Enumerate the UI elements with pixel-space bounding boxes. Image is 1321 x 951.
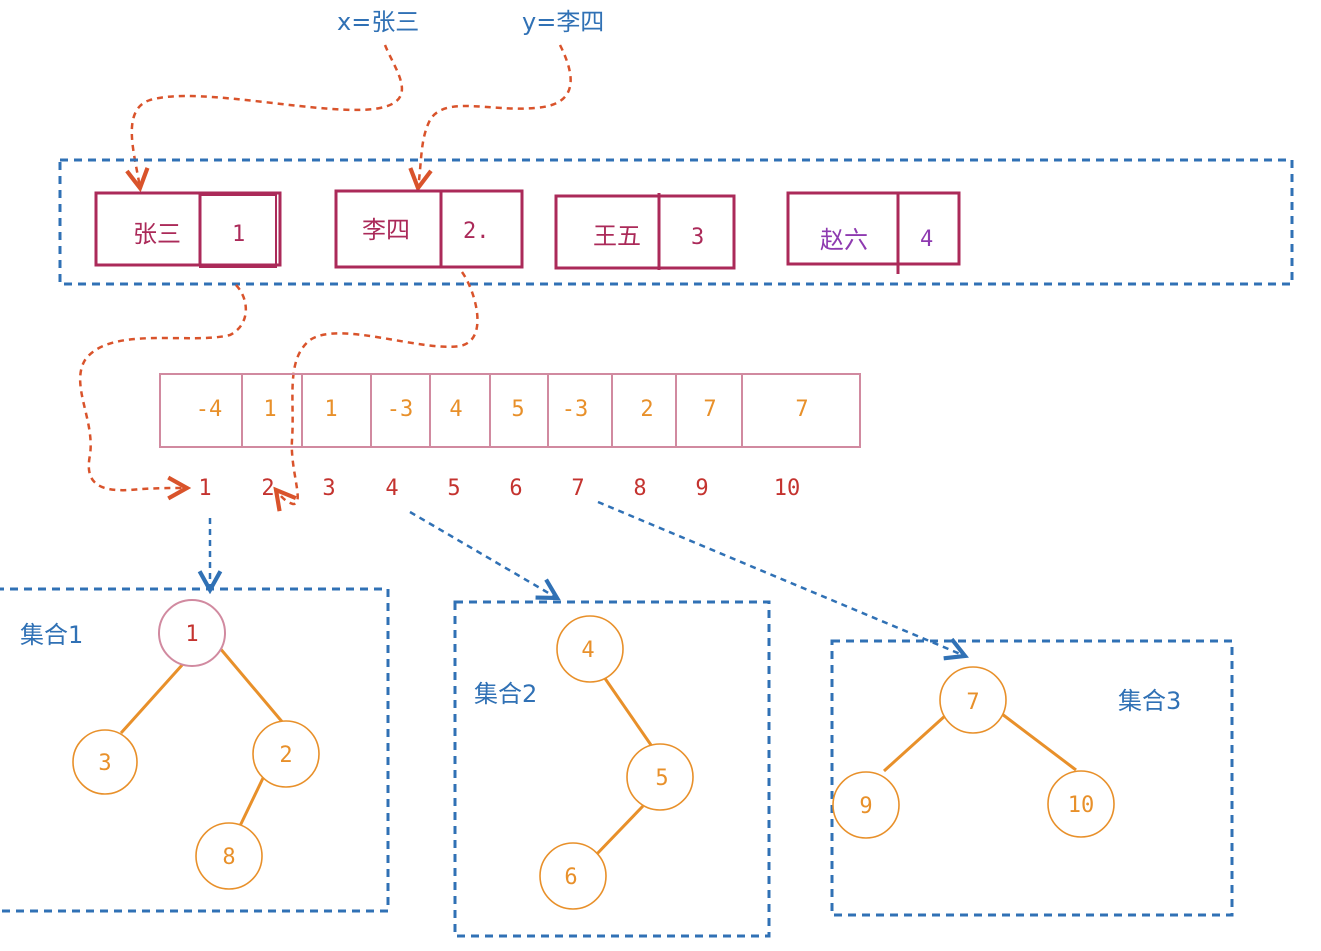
set-frame [830,639,1234,917]
tree-node-root [556,615,624,683]
tree-edge [1001,712,1077,772]
tree-node-label: 9 [859,794,872,819]
map-entry-box [94,191,282,267]
map-entry-value-cell [199,194,277,268]
pointer-x-arrow [132,44,404,188]
array-cell-value: 4 [449,397,462,422]
tree-edge [882,713,948,773]
tree-node-label: 1 [185,622,198,647]
array-index-label: 7 [571,476,584,501]
map-entry: 赵六 4 [786,191,961,274]
array-dividers [241,374,743,447]
tree-node-root [939,666,1007,734]
map-entry-key: 李四 [362,216,410,244]
tree-edge [237,775,266,829]
array-index-label: 6 [509,476,522,501]
map-entry-box [786,191,961,266]
array-cell-value: 1 [324,397,337,422]
array-cell-value: 1 [263,397,276,422]
array-cell-value: 2 [640,397,653,422]
array-cell-value: 5 [511,397,524,422]
map-entry-box [554,194,736,270]
tree-node [1047,770,1115,838]
map-entry-value: 1 [232,222,245,247]
tree-node [72,729,138,795]
map-entry-value: 2. [463,219,490,244]
map-entry-key: 王五 [593,222,641,250]
array-values: -4 1 1 -3 4 5 -3 2 7 7 [196,397,809,422]
tree-node-root [158,599,226,667]
tree-node-label: 2 [279,743,292,768]
pointer-y-arrow [418,44,572,188]
index4-to-set2-arrow [409,510,557,598]
map-entry-key: 赵六 [820,226,868,254]
map-entry-box [334,189,524,269]
array-index-label: 2 [261,476,274,501]
array-index-label: 1 [198,476,211,501]
value2-to-index2-arrow [276,271,479,504]
tree-edge [217,646,286,725]
set-label: 集合3 [1118,687,1181,715]
index7-to-set3-arrow [597,500,965,656]
tree-node-label: 8 [222,845,235,870]
set-frame [453,600,771,938]
array-cell-value: -4 [196,397,223,422]
set-2: 集合2 4 5 6 [453,600,771,938]
array-cell-value: 7 [703,397,716,422]
tree-node-label: 6 [564,865,577,890]
array-indices: 1 2 3 4 5 6 7 8 9 10 [198,476,800,501]
array-index-label: 10 [774,476,801,501]
set-label: 集合1 [20,621,83,649]
tree-node-label: 4 [581,638,594,663]
map-container-frame [58,158,1294,286]
tree-edge [592,804,645,859]
pointer-x-label: x=张三 [337,8,419,36]
map-entry-value: 3 [691,225,704,250]
tree-node [195,822,263,890]
array-index-label: 8 [633,476,646,501]
tree-node [252,720,320,788]
tree-node-label: 5 [655,766,668,791]
set-3: 集合3 7 9 10 [830,639,1234,917]
tree-edge [119,662,185,735]
value1-to-index1-arrow [78,284,248,490]
array-index-label: 4 [385,476,398,501]
array-index-label: 9 [695,476,708,501]
tree-node [626,743,694,811]
tree-node [539,842,607,910]
tree-node-label: 10 [1068,793,1095,818]
array-index-label: 5 [447,476,460,501]
map-entry: 张三 1 [94,191,282,268]
array-cell-value: -3 [387,397,414,422]
set-1: 集合1 1 3 2 8 [0,587,390,913]
map-entry: 王五 3 [554,193,736,270]
set-frame [0,587,390,913]
tree-edge [602,676,653,746]
map-entry: 李四 2. [334,189,524,269]
tree-node-label: 3 [98,751,111,776]
map-entry-key: 张三 [133,220,181,248]
array-cell-value: -3 [562,397,589,422]
array-cell-value: 7 [795,397,808,422]
set-label: 集合2 [474,680,537,708]
tree-node [832,771,900,839]
map-entry-value: 4 [920,227,933,252]
tree-node-label: 7 [966,690,979,715]
array-index-label: 3 [322,476,335,501]
parent-array-frame [159,373,861,448]
pointer-y-label: y=李四 [522,8,604,36]
parent-array: -4 1 1 -3 4 5 -3 2 7 7 1 2 3 4 5 6 7 8 9 10 [159,373,861,501]
